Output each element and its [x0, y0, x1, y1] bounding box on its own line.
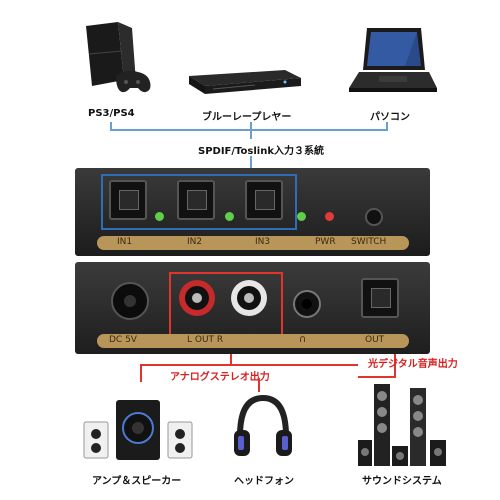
optical-input-3 [245, 180, 283, 220]
front-panel: IN1 IN2 IN3 PWR SWITCH [75, 168, 430, 256]
inputs-highlight-box [101, 174, 297, 230]
label-in3: IN3 [255, 237, 271, 247]
laptop-image [345, 24, 440, 102]
dc-jack [111, 282, 149, 320]
label-out: OUT [365, 335, 385, 345]
led-power [325, 212, 334, 221]
analog-out-bar [140, 364, 358, 366]
connector-bar [110, 129, 388, 131]
headphone-jack [293, 290, 321, 318]
optical-output [361, 278, 399, 318]
connector-bluray [250, 122, 252, 130]
label-dc: DC 5V [109, 335, 137, 345]
speakers-label: アンプ＆スピーカー [92, 476, 182, 487]
sound-system-label: サウンドシステム [362, 476, 442, 487]
back-panel: DC 5V L OUT R ∩ OUT [75, 262, 430, 354]
optical-output-caption: 光デジタル音声出力 [368, 359, 458, 370]
optical-input-1 [109, 180, 147, 220]
headphone-icon: ∩ [299, 334, 307, 345]
back-label-strip [97, 334, 409, 348]
bluray-label: ブルーレープレヤー [202, 112, 292, 123]
label-lr-out: L OUT R [187, 335, 224, 345]
ps4-console-image [66, 18, 156, 96]
speakers-image [78, 388, 208, 468]
optical-out-bar [358, 376, 396, 378]
led-in3 [297, 212, 306, 221]
label-in1: IN1 [117, 237, 133, 247]
connector-pc [386, 122, 388, 130]
rca-right-output [231, 280, 267, 316]
connector-ps [110, 122, 112, 130]
led-in2 [225, 212, 234, 221]
caption-down [250, 156, 252, 168]
led-in1 [155, 212, 164, 221]
connector-down [250, 131, 252, 139]
headphones-label: ヘッドフォン [234, 476, 294, 487]
headphones-image [228, 392, 298, 462]
pc-label: パソコン [370, 112, 410, 123]
bluray-player-image [185, 64, 305, 98]
input-caption: SPDIF/Toslink入力３系統 [198, 146, 324, 157]
optical-out-line [394, 354, 396, 378]
optical-input-2 [177, 180, 215, 220]
analog-output-caption: アナログステレオ出力 [170, 372, 270, 383]
ps-label: PS3/PS4 [88, 108, 135, 119]
label-pwr: PWR [315, 237, 336, 247]
analog-out-left [140, 364, 142, 382]
label-switch: SWITCH [351, 237, 387, 247]
analog-out-right [258, 378, 260, 392]
rca-left-output [179, 280, 215, 316]
analog-out-down [230, 354, 232, 364]
label-in2: IN2 [187, 237, 203, 247]
front-label-strip [97, 236, 409, 250]
switch-button[interactable] [365, 208, 383, 226]
sound-system-image [352, 380, 452, 470]
